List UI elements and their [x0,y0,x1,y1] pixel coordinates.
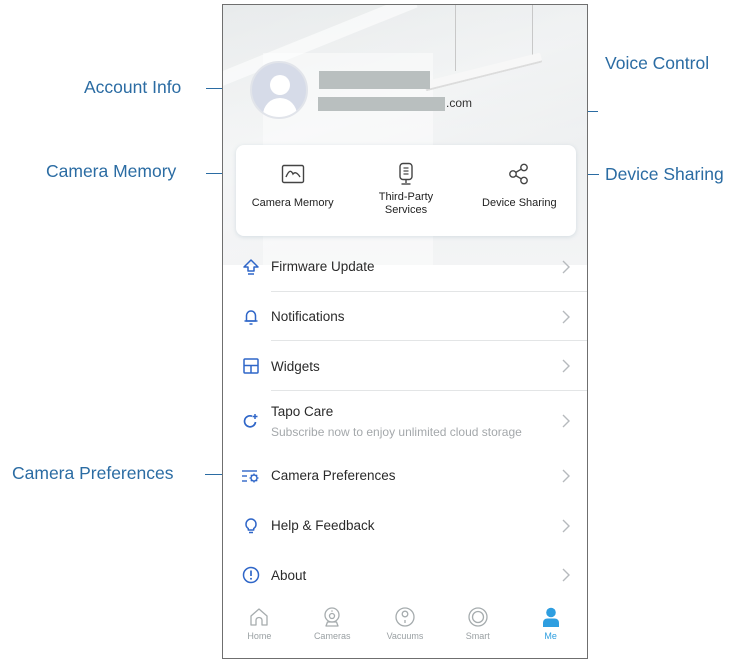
tab-cameras[interactable]: Cameras [296,596,369,658]
menu-item-widgets[interactable]: Widgets [223,341,587,391]
smart-speaker-icon [393,161,419,187]
callout-account-info: Account Info [84,77,182,97]
bottom-tab-bar: Home Cameras Vacuums Smart Me [223,596,587,658]
firmware-update-icon [241,257,261,277]
account-email-redacted[interactable] [318,97,445,111]
lightbulb-icon [241,516,261,536]
tab-label: Home [247,631,272,641]
avatar[interactable] [250,61,308,119]
tab-home[interactable]: Home [223,596,296,658]
tab-me[interactable]: Me [514,596,587,658]
third-party-services-label: Third-Party Services [378,191,434,216]
camera-preferences-icon [241,466,261,486]
menu-item-camera-preferences[interactable]: Camera Preferences [223,451,587,501]
avatar-body-icon [263,98,297,117]
info-icon [241,565,261,585]
chevron-right-icon [562,310,570,324]
account-email-suffix: .com [446,96,473,110]
share-icon [506,161,532,187]
tab-label: Smart [465,631,490,641]
menu-item-label: Help & Feedback [271,518,375,534]
callout-voice-control: Voice Control [605,53,710,73]
callout-camera-preferences: Camera Preferences [12,463,174,483]
tab-vacuums[interactable]: Vacuums [369,596,442,658]
widgets-icon [241,356,261,376]
leader-line-camera-preferences [205,474,238,475]
device-sharing-label: Device Sharing [482,197,557,209]
account-name-redacted[interactable] [319,71,430,89]
chevron-right-icon [562,359,570,373]
menu-item-notifications[interactable]: Notifications [223,292,587,342]
tab-label: Me [544,631,557,641]
menu-item-tapo-care[interactable]: Tapo Care Subscribe now to enjoy unlimit… [223,391,587,451]
tab-smart[interactable]: Smart [441,596,514,658]
chevron-right-icon [562,519,570,533]
menu-item-label: Camera Preferences [271,468,396,484]
bell-icon [241,307,261,327]
quick-actions-card: Camera Memory Third-Party Services Devic… [236,145,576,236]
callout-camera-memory: Camera Memory [46,161,177,181]
tapo-care-icon [241,411,261,431]
menu-item-label: Tapo Care [271,403,334,419]
photo-icon [280,161,306,187]
chevron-right-icon [562,260,570,274]
camera-icon [324,607,340,627]
third-party-services-button[interactable]: Third-Party Services [349,145,462,236]
camera-memory-button[interactable]: Camera Memory [236,145,349,236]
menu-item-help-feedback[interactable]: Help & Feedback [223,501,587,551]
tab-label: Cameras [313,631,351,641]
chevron-right-icon [562,414,570,428]
avatar-head-icon [270,75,290,95]
menu-item-label: About [271,567,307,583]
tapo-care-subtitle: Subscribe now to enjoy unlimited cloud s… [271,424,522,439]
menu-item-about[interactable]: About [223,550,587,600]
chevron-right-icon [562,568,570,582]
menu-item-label: Notifications [271,309,345,325]
menu-item-label: Widgets [271,358,320,374]
home-icon [250,608,269,626]
callout-device-sharing: Device Sharing [605,164,724,184]
vacuum-icon [395,607,415,627]
chevron-right-icon [562,469,570,483]
settings-menu: Firmware Update Notifications Widgets Ta… [223,242,587,600]
menu-item-firmware-update[interactable]: Firmware Update [223,242,587,292]
smart-icon [468,607,488,627]
phone-screen: .com Camera Memory Third-Party Services … [222,4,588,659]
person-icon [542,607,559,627]
camera-memory-label: Camera Memory [251,197,334,209]
device-sharing-button[interactable]: Device Sharing [463,145,576,236]
menu-item-label: Firmware Update [271,259,375,275]
tab-label: Vacuums [386,631,424,641]
